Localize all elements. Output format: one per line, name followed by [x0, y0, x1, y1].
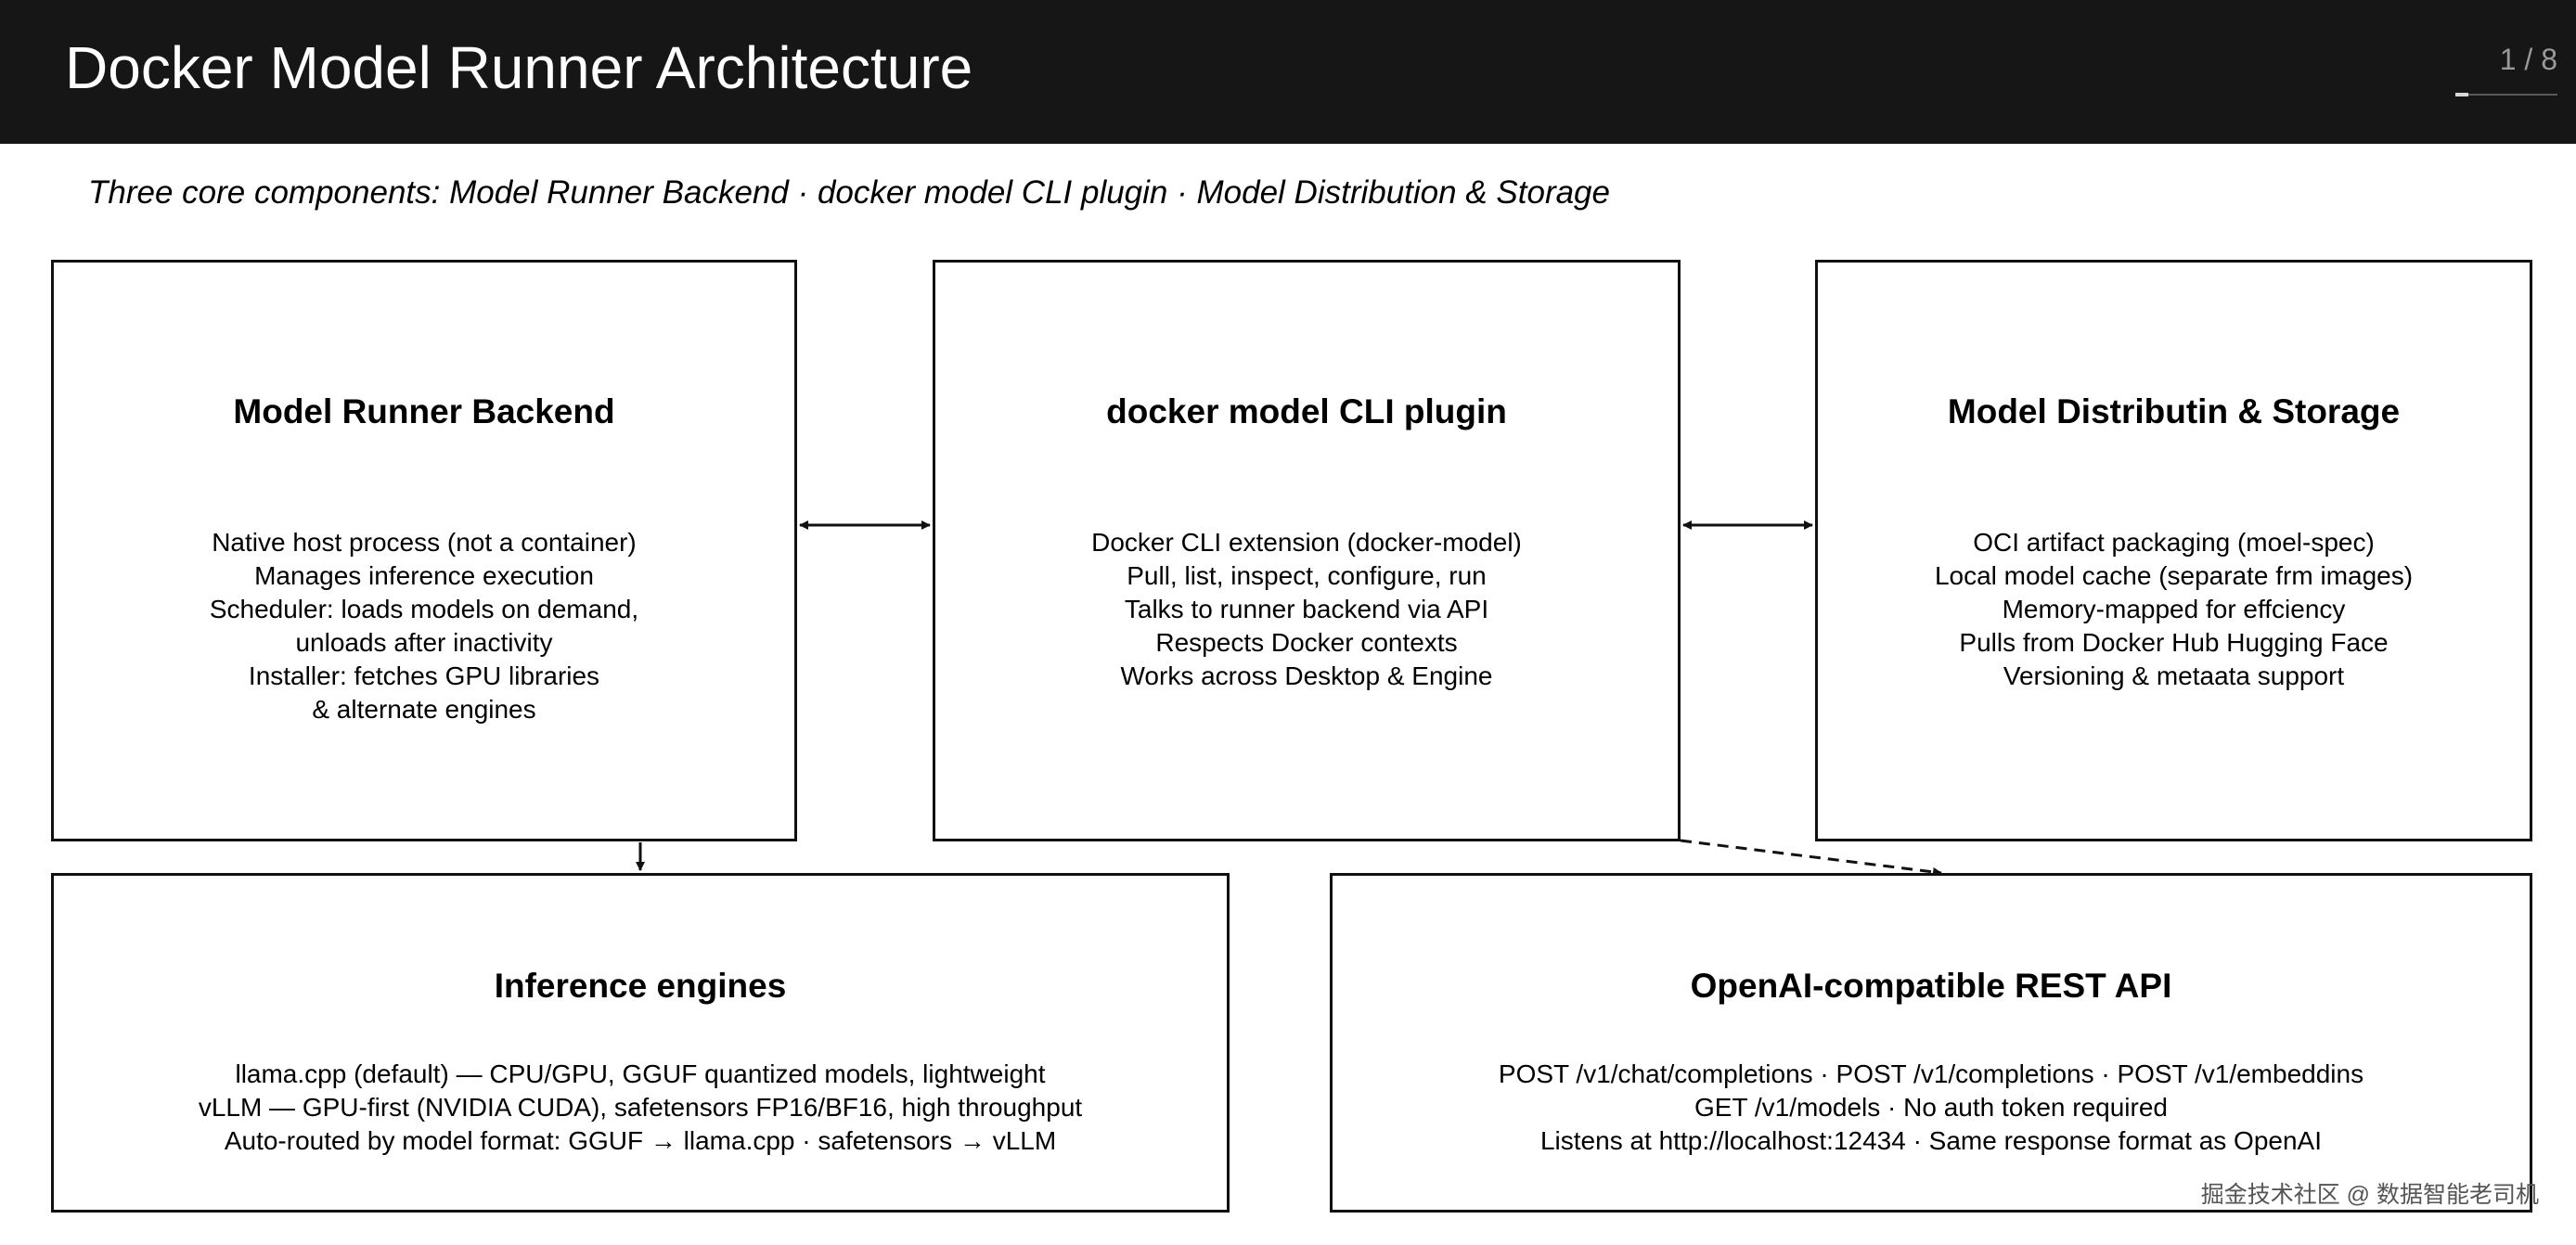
box-line: Docker CLI extension (docker-model) — [1091, 528, 1522, 557]
box-line: Local model cache (separate frm images) — [1934, 561, 2414, 590]
box-line: GET /v1/models · No auth token required — [1694, 1093, 2168, 1122]
watermark: 掘金技术社区 @ 数据智能老司机 — [2200, 1182, 2539, 1208]
box-line: Talks to runner backend via API — [1124, 595, 1489, 623]
box-description: POST /v1/chat/completions · POST /v1/com… — [1499, 1058, 2363, 1158]
rest-api-box: OpenAI-compatible REST API POST /v1/chat… — [1330, 873, 2532, 1213]
model-runner-backend-box: Model Runner Backend Native host process… — [51, 260, 797, 841]
page-progress-bar — [2455, 93, 2557, 96]
box-line: Respects Docker contexts — [1155, 628, 1458, 657]
box-title: docker model CLI plugin — [1106, 392, 1507, 430]
box-line: Pulls from Docker Hub Hugging Face — [1959, 628, 2389, 657]
box-line: POST /v1/chat/completions · POST /v1/com… — [1498, 1059, 2364, 1088]
box-line: vLLM — GPU-first (NVIDIA CUDA), safetens… — [198, 1093, 1083, 1122]
box-description: OCI artifact packaging (moel-spec) Local… — [1935, 526, 2413, 693]
distribution-storage-box: Model Distributin & Storage OCI artifact… — [1815, 260, 2532, 841]
box-line: Auto-routed by model format: GGUF → llam… — [224, 1126, 1057, 1155]
page-counter: 1 / 8 — [2499, 43, 2557, 76]
header-bar: Docker Model Runner Architecture 1 / 8 — [0, 0, 2576, 144]
box-title: Inference engines — [494, 967, 787, 1005]
box-description: Native host process (not a container) Ma… — [210, 526, 638, 726]
cli-plugin-box: docker model CLI plugin Docker CLI exten… — [933, 260, 1681, 841]
page-title: Docker Model Runner Architecture — [65, 34, 973, 101]
box-line: Versioning & metaata support — [2003, 661, 2345, 690]
box-line: & alternate engines — [312, 695, 536, 724]
box-line: Memory-mapped for effciency — [2002, 595, 2346, 623]
box-line: Manages inference execution — [254, 561, 594, 590]
box-description: llama.cpp (default) — CPU/GPU, GGUF quan… — [199, 1058, 1082, 1158]
box-line: Pull, list, inspect, configure, run — [1127, 561, 1487, 590]
box-title: Model Distributin & Storage — [1947, 392, 2401, 430]
page-progress-fill — [2455, 93, 2468, 96]
box-line: llama.cpp (default) — CPU/GPU, GGUF quan… — [235, 1059, 1046, 1088]
connector-cli-api — [1680, 839, 1942, 877]
box-description: Docker CLI extension (docker-model) Pull… — [1091, 526, 1522, 693]
box-line: unloads after inactivity — [295, 628, 553, 657]
box-title: OpenAI-compatible REST API — [1690, 967, 2172, 1005]
box-title: Model Runner Backend — [233, 392, 615, 430]
subtitle: Three core components: Model Runner Back… — [88, 174, 1610, 211]
box-line: Installer: fetches GPU libraries — [248, 661, 600, 690]
box-line: Listens at http://localhost:12434 · Same… — [1539, 1126, 2323, 1155]
box-line: Scheduler: loads models on demand, — [209, 595, 639, 623]
box-line: Native host process (not a container) — [212, 528, 637, 557]
inference-engines-box: Inference engines llama.cpp (default) — … — [51, 873, 1230, 1213]
box-line: OCI artifact packaging (moel-spec) — [1973, 528, 2375, 557]
box-line: Works across Desktop & Engine — [1120, 661, 1493, 690]
